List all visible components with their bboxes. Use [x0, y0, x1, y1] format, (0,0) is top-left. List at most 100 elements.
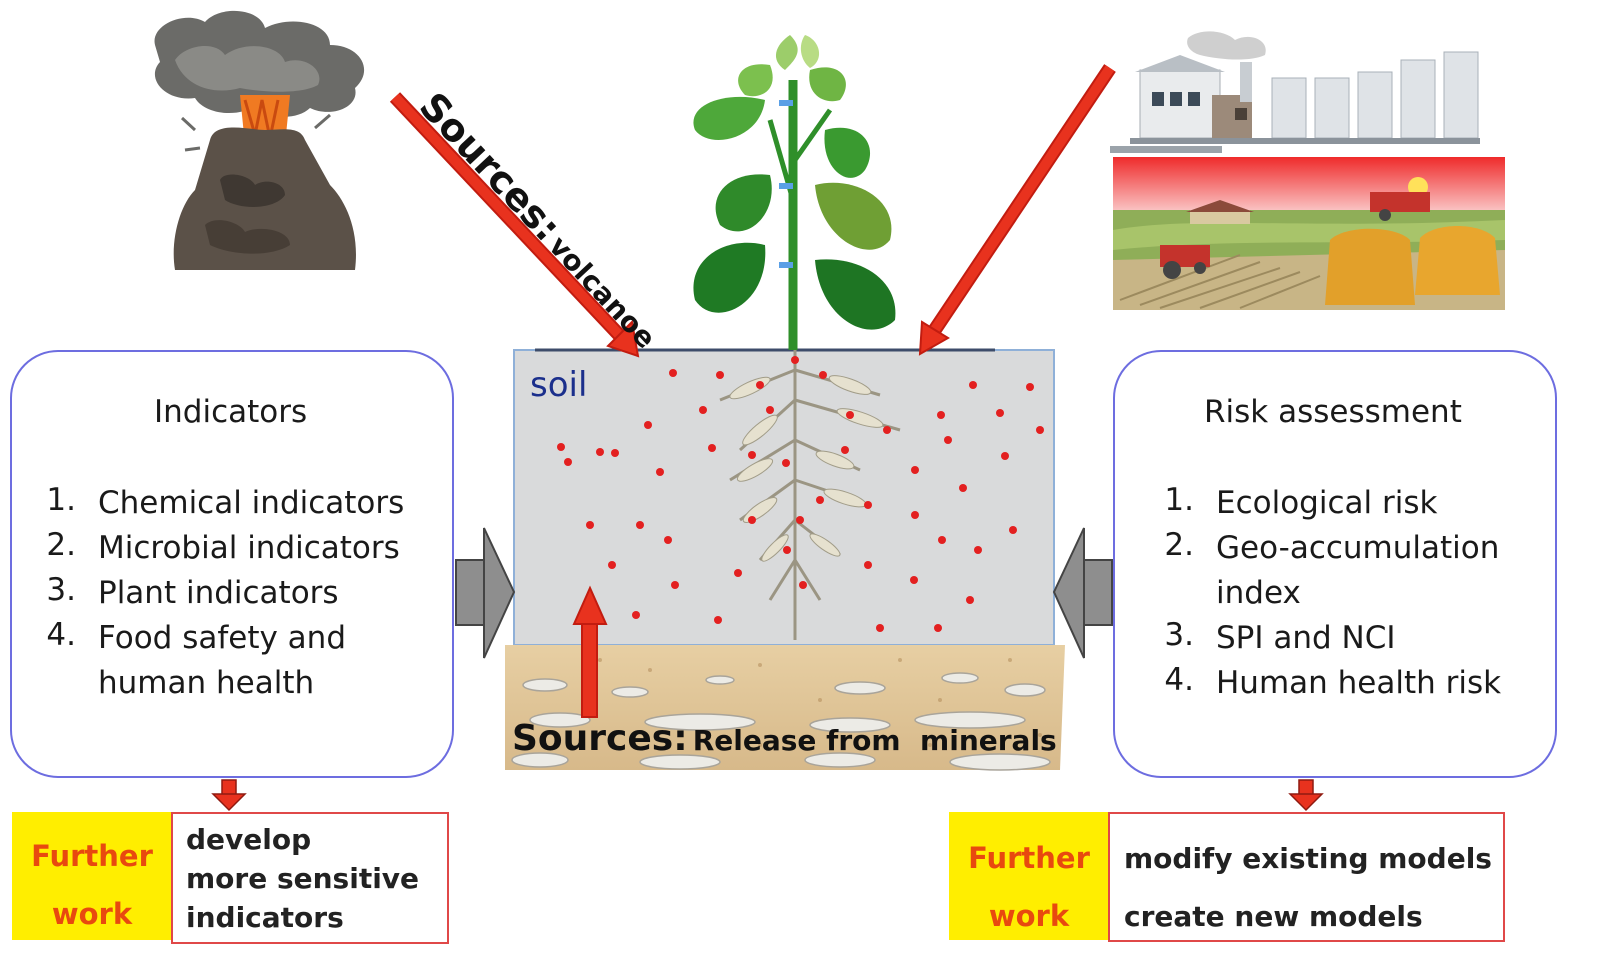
contaminant-dot: [864, 561, 872, 569]
indicator-number: 3.: [46, 572, 76, 608]
contaminant-dot: [608, 561, 616, 569]
further-work-label-line2: work: [988, 899, 1070, 933]
risk-item: Human health risk: [1216, 665, 1502, 701]
contaminant-dot: [586, 521, 594, 529]
risk-number: 1.: [1164, 482, 1194, 518]
factory-illustration: [1110, 31, 1480, 153]
contaminant-dot: [734, 569, 742, 577]
contaminant-dot: [564, 458, 572, 466]
risk-item-continued: index: [1216, 575, 1301, 611]
contaminant-dot: [748, 451, 756, 459]
contaminant-dots: [557, 356, 1044, 632]
further-work-text: modify existing models: [1124, 842, 1492, 875]
further-work-label-line1: Further: [31, 839, 153, 873]
contaminant-dot: [791, 356, 799, 364]
contaminant-dot: [782, 459, 790, 467]
contaminant-dot: [611, 449, 619, 457]
contaminant-dot: [974, 546, 982, 554]
contaminant-dot: [748, 516, 756, 524]
indicator-number: 4.: [46, 617, 76, 653]
contaminant-dot: [756, 381, 764, 389]
further-work-label-line2: work: [51, 897, 133, 931]
contaminant-dot: [841, 446, 849, 454]
risk-number: 2.: [1164, 527, 1194, 563]
risk-item: Geo-accumulation: [1216, 530, 1500, 566]
contaminant-dot: [1036, 426, 1044, 434]
contaminant-dot: [714, 616, 722, 624]
contaminant-dot: [876, 624, 884, 632]
indicator-number: 1.: [46, 482, 76, 518]
contaminant-dot: [819, 371, 827, 379]
indicator-item: Chemical indicators: [98, 485, 405, 521]
contaminant-dot: [699, 406, 707, 414]
further-work-box-left: [171, 812, 449, 944]
indicator-item: Food safety and: [98, 620, 346, 656]
contaminant-dot: [708, 444, 716, 452]
contaminant-dot: [944, 436, 952, 444]
contaminant-dot: [636, 521, 644, 529]
risk-number: 4.: [1164, 662, 1194, 698]
soil-label: soil: [530, 365, 588, 405]
contaminant-dot: [910, 576, 918, 584]
further-work-label-left: Further work: [12, 812, 172, 940]
risk-assessment-title: Risk assessment: [1204, 394, 1462, 430]
further-work-text: more sensitive: [186, 862, 420, 895]
contaminant-dot: [664, 536, 672, 544]
contaminant-dot: [996, 409, 1004, 417]
contaminant-dot: [966, 596, 974, 604]
contaminant-dot: [596, 448, 604, 456]
indicator-number: 2.: [46, 527, 76, 563]
industry-source-arrow: [918, 64, 1116, 356]
risk-to-soil-arrow: [1052, 527, 1113, 659]
indicator-item: Plant indicators: [98, 575, 339, 611]
farm-illustration: [1113, 157, 1505, 310]
further-work-label-line1: Further: [968, 841, 1090, 875]
contaminant-dot: [1026, 383, 1034, 391]
indicator-item: Microbial indicators: [98, 530, 400, 566]
risk-down-arrow: [1288, 779, 1324, 812]
contaminant-dot: [934, 624, 942, 632]
contaminant-dot: [1009, 526, 1017, 534]
contaminant-dot: [846, 411, 854, 419]
contaminant-dot: [716, 371, 724, 379]
mineral-source-suffix: Release from minerals: [692, 724, 1057, 757]
volcano-source-arrow: [389, 92, 640, 358]
mineral-source-prefix: Sources:: [512, 718, 688, 759]
risk-item: Ecological risk: [1216, 485, 1438, 521]
further-work-box-right: [1108, 812, 1505, 942]
contaminant-dot: [766, 406, 774, 414]
mineral-source-label: Sources: Release from minerals: [512, 718, 1057, 759]
further-work-text: indicators: [186, 901, 344, 934]
contaminant-dot: [911, 466, 919, 474]
contaminant-dot: [1001, 452, 1009, 460]
contaminant-dot: [644, 421, 652, 429]
contaminant-dot: [671, 581, 679, 589]
contaminant-dot: [557, 443, 565, 451]
volcano-illustration: [154, 10, 365, 270]
contaminant-dot: [911, 511, 919, 519]
contaminant-dot: [959, 484, 967, 492]
contaminant-dot: [883, 426, 891, 434]
risk-number: 3.: [1164, 617, 1194, 653]
contaminant-dot: [669, 369, 677, 377]
further-work-text: create new models: [1124, 900, 1423, 933]
mineral-source-arrow: [572, 585, 608, 718]
contaminant-dot: [796, 516, 804, 524]
further-work-text: develop: [186, 823, 312, 856]
contaminant-dot: [816, 496, 824, 504]
contaminant-dot: [937, 411, 945, 419]
soil-block: [505, 348, 1065, 771]
contaminant-dot: [799, 581, 807, 589]
indicators-title: Indicators: [154, 394, 308, 430]
contaminant-dot: [656, 468, 664, 476]
contaminant-dot: [632, 611, 640, 619]
risk-item: SPI and NCI: [1216, 620, 1396, 656]
risk-assessment-panel: [1113, 350, 1557, 778]
indicators-down-arrow: [211, 779, 247, 812]
indicators-panel: [10, 350, 454, 778]
contaminant-dot: [783, 546, 791, 554]
plant-illustration: [693, 35, 901, 640]
further-work-label-right: Further work: [949, 812, 1109, 940]
